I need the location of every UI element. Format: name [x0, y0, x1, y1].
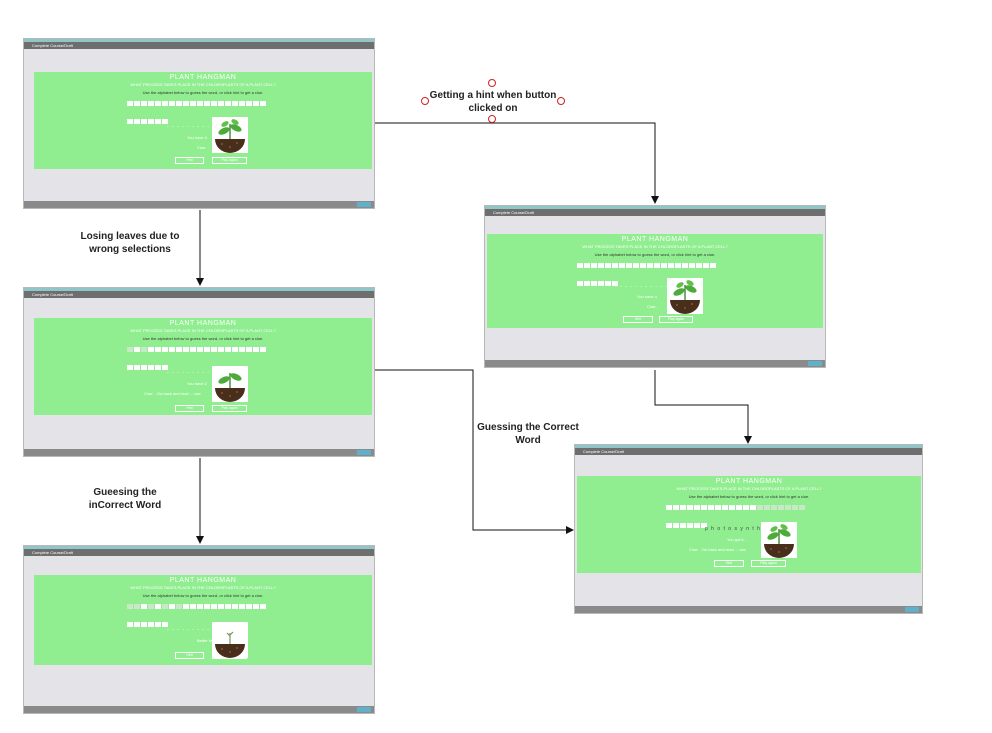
window-title: Complete Course/Draft — [24, 42, 374, 49]
selection-handles — [421, 79, 565, 123]
window-bottombar — [485, 360, 825, 367]
word-blanks: - - - - - - - - - - - - - - — [167, 627, 236, 633]
screenshot-hint: Complete Course/Draft PLANT HANGMAN WHAT… — [484, 205, 826, 368]
game-instruction: Use the alphabet below to guess the word… — [142, 336, 264, 341]
game-panel: PLANT HANGMAN WHAT PROCESS TAKES PLACE I… — [487, 234, 823, 328]
window-title: Complete Course/Draft — [24, 291, 374, 298]
hint-button[interactable]: Hint — [714, 560, 744, 567]
window-title: Complete Course/Draft — [485, 209, 825, 216]
game-question: WHAT PROCESS TAKES PLACE IN THE CHLOROPL… — [130, 328, 276, 333]
window-bottombar — [575, 606, 922, 613]
screenshot-incorrect: Complete Course/Draft PLANT HANGMAN WHAT… — [23, 545, 375, 714]
hint-button[interactable]: Hint — [175, 652, 204, 659]
connector-correct — [374, 369, 574, 534]
game-title: PLANT HANGMAN — [169, 320, 237, 327]
window-topbar — [575, 445, 922, 448]
toolbar-icons[interactable] — [781, 361, 803, 366]
label-correct: Guessing the Correct Word — [477, 422, 579, 446]
plant-image — [212, 117, 248, 153]
toolbar-icons[interactable] — [330, 707, 352, 712]
label-losing: Losing leaves due to wrong selections — [80, 231, 180, 255]
alphabet-keys[interactable] — [127, 101, 287, 137]
next-button[interactable] — [905, 607, 919, 612]
status-text: You have 4 — [187, 135, 207, 140]
next-button[interactable] — [808, 361, 822, 366]
play-again-button[interactable]: Play again — [751, 560, 786, 567]
game-question: WHAT PROCESS TAKES PLACE IN THE CHLOROPL… — [130, 82, 276, 87]
game-instruction: Use the alphabet below to guess the word… — [142, 593, 264, 598]
game-question: WHAT PROCESS TAKES PLACE IN THE CHLOROPL… — [582, 244, 728, 249]
game-title: PLANT HANGMAN — [715, 478, 783, 485]
screenshot-initial: Complete Course/Draft PLANT HANGMAN WHAT… — [23, 38, 375, 209]
window-topbar — [485, 206, 825, 209]
window-title: Complete Course/Draft — [24, 549, 374, 556]
connector-hint — [374, 122, 659, 204]
clue-text: Clue: - Go back and read ... ose — [144, 391, 201, 396]
clue-text: Clue: - — [197, 145, 209, 150]
window-title: Complete Course/Draft — [575, 448, 922, 455]
window-topbar — [24, 39, 374, 42]
next-button[interactable] — [357, 707, 371, 712]
game-question: WHAT PROCESS TAKES PLACE IN THE CHLOROPL… — [676, 486, 822, 491]
plant-image — [761, 522, 797, 558]
word-blanks: - - - - - - - - - - - - - - — [167, 370, 236, 376]
screenshot-losing: Complete Course/Draft PLANT HANGMAN WHAT… — [23, 287, 375, 457]
toolbar-icons[interactable] — [330, 202, 352, 207]
game-title: PLANT HANGMAN — [621, 236, 689, 243]
status-text: You got it... — [727, 537, 747, 542]
alphabet-keys[interactable] — [127, 347, 287, 383]
status-text: You have 2 — [187, 381, 207, 386]
plant-image — [212, 366, 248, 402]
toolbar-icons[interactable] — [330, 450, 352, 455]
window-bottombar — [24, 706, 374, 713]
play-again-button[interactable]: Play again — [659, 316, 693, 323]
game-title: PLANT HANGMAN — [169, 74, 237, 81]
game-instruction: Use the alphabet below to guess the word… — [688, 494, 810, 499]
window-topbar — [24, 546, 374, 549]
alphabet-keys[interactable] — [666, 505, 826, 541]
word-blanks: - - - - - - - - - - - - - - — [167, 124, 236, 130]
status-text: Better the... — [197, 638, 218, 643]
plant-image — [667, 278, 703, 314]
game-instruction: Use the alphabet below to guess the word… — [594, 252, 716, 257]
label-hint: Getting a hint when button clicked on — [429, 90, 557, 114]
play-again-button[interactable]: Play again — [212, 157, 247, 164]
game-panel: PLANT HANGMAN WHAT PROCESS TAKES PLACE I… — [34, 575, 372, 665]
game-question: WHAT PROCESS TAKES PLACE IN THE CHLOROPL… — [130, 585, 276, 590]
window-topbar — [24, 288, 374, 291]
window-bottombar — [24, 449, 374, 456]
next-button[interactable] — [357, 202, 371, 207]
alphabet-keys[interactable] — [577, 263, 737, 299]
play-again-button[interactable]: Play again — [212, 405, 247, 412]
plant-image-wilted — [212, 622, 248, 658]
game-panel: PLANT HANGMAN WHAT PROCESS TAKES PLACE I… — [34, 72, 372, 169]
game-panel: PLANT HANGMAN WHAT PROCESS TAKES PLACE I… — [34, 318, 372, 415]
hint-button[interactable]: Hint — [175, 157, 204, 164]
screenshot-correct: Complete Course/Draft PLANT HANGMAN WHAT… — [574, 444, 923, 614]
window-bottombar — [24, 201, 374, 208]
clue-text: Clue: - — [647, 304, 659, 309]
game-title: PLANT HANGMAN — [169, 577, 237, 584]
toolbar-icons[interactable] — [878, 607, 900, 612]
status-text: You have 4 — [637, 294, 657, 299]
game-instruction: Use the alphabet below to guess the word… — [142, 90, 264, 95]
next-button[interactable] — [357, 450, 371, 455]
clue-text: Clue: - Go back and read ... ose — [689, 547, 746, 552]
alphabet-keys[interactable] — [127, 604, 287, 640]
word-blanks: - - - - - - - - - - - - - - — [615, 284, 684, 290]
hint-button[interactable]: Hint — [175, 405, 204, 412]
connector-hint-to-correct — [654, 370, 752, 444]
word-revealed: p h o t o s y n t h e s i s — [705, 526, 784, 532]
label-incorrect: Gueesing the inCorrect Word — [88, 487, 162, 511]
game-panel: PLANT HANGMAN WHAT PROCESS TAKES PLACE I… — [577, 476, 921, 573]
hint-button[interactable]: Hint — [623, 316, 653, 323]
